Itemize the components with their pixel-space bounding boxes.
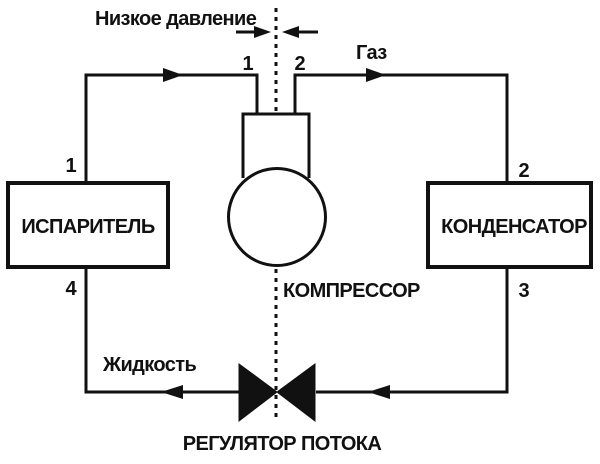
pipe-valve-to-evaporator: [84, 267, 240, 394]
evaporator-port-4: 4: [65, 278, 77, 300]
evaporator-port-1: 1: [65, 155, 76, 177]
evaporator-label: ИСПАРИТЕЛЬ: [21, 216, 155, 238]
condenser-port-3: 3: [518, 280, 529, 302]
pressure-boundary-right-arrow-icon: [282, 26, 318, 38]
low-pressure-label: Низкое давление: [95, 8, 257, 30]
flow-arrow-bottom-left-icon: [161, 385, 183, 399]
compressor-port-1: 1: [242, 53, 253, 75]
condenser-box: [426, 181, 593, 269]
compressor-port-2: 2: [294, 53, 305, 75]
pipe-compressor-to-condenser: [293, 73, 509, 183]
gas-label: Газ: [356, 42, 387, 64]
valve-right-triangle: [276, 363, 316, 423]
pressure-boundary-left-arrow-icon: [236, 26, 271, 38]
flow-regulator-label: РЕГУЛЯТОР ПОТОКА: [183, 433, 382, 455]
compressor-head: [241, 112, 311, 178]
pipe-evaporator-to-compressor: [84, 73, 259, 183]
flow-arrow-top-right-icon: [366, 68, 386, 82]
condenser-port-2: 2: [518, 160, 529, 182]
condenser-label: КОНДЕНСАТОР: [441, 216, 587, 238]
compressor-label: КОМПРЕССОР: [283, 280, 420, 302]
evaporator-box: [6, 181, 170, 269]
liquid-label: Жидкость: [102, 354, 196, 376]
flow-arrow-top-left-icon: [163, 68, 183, 82]
flow-arrow-bottom-right-icon: [368, 385, 390, 399]
compressor-circle: [227, 167, 327, 267]
flow-regulator-valve-icon: [238, 363, 316, 423]
valve-left-triangle: [238, 363, 278, 423]
